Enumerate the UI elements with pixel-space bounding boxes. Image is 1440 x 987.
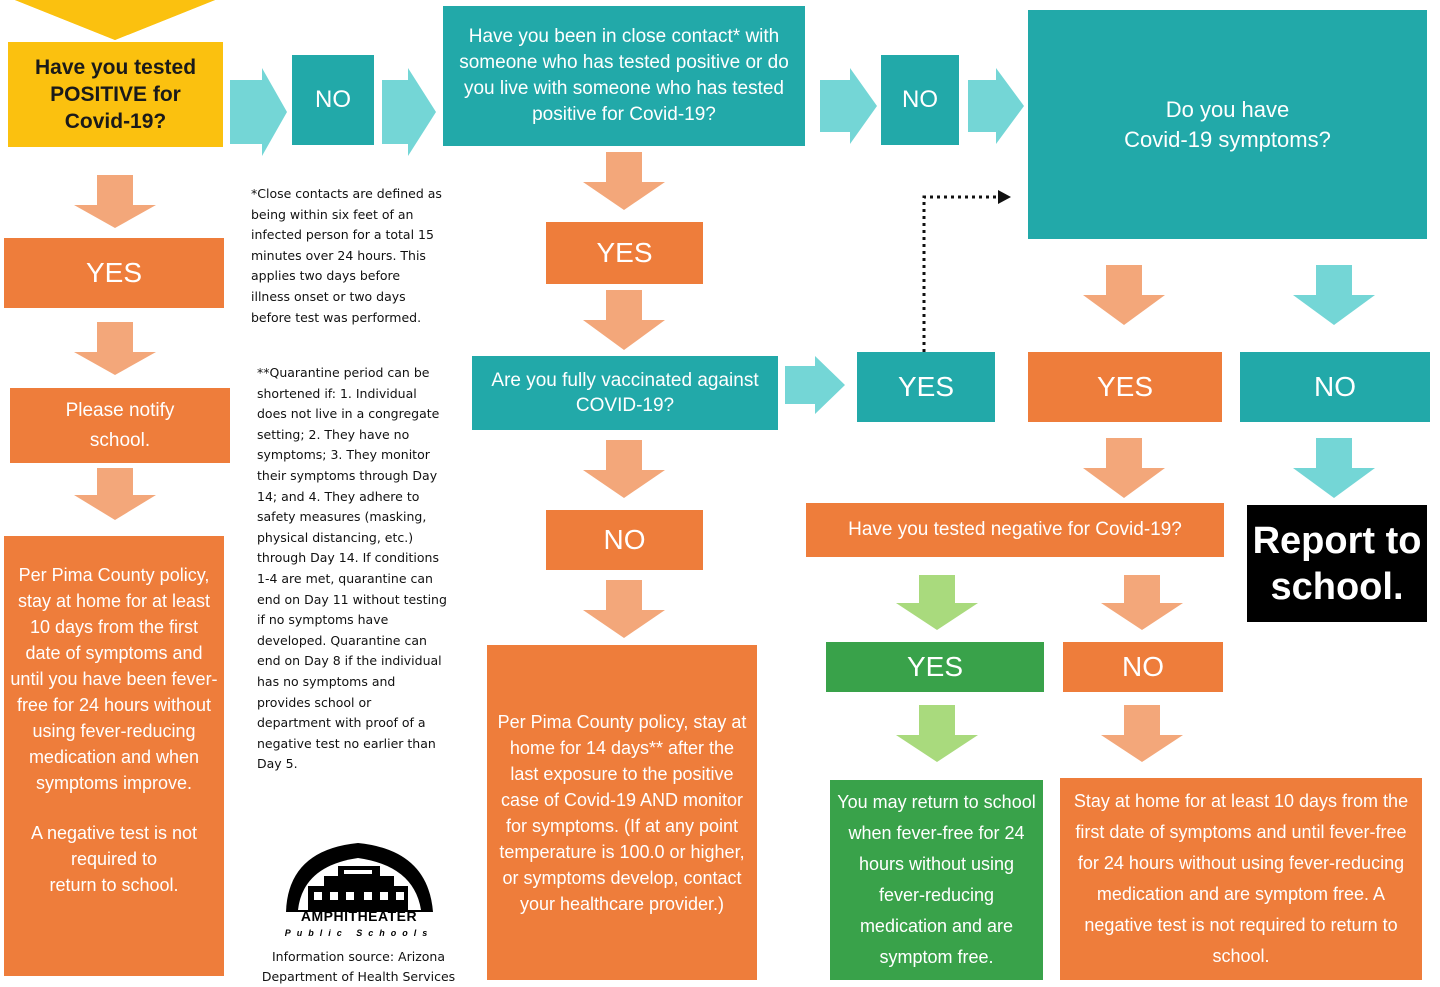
notify-school-box: Please notify school. [10,388,230,463]
tested-positive-question: Have you tested POSITIVE for Covid-19? [8,42,223,147]
no-tested-positive-box: NO [292,55,374,145]
down-teal-arrows [1293,265,1375,498]
entry-arrow [15,0,215,40]
may-return-box: You may return to school when fever-free… [830,780,1043,980]
yes-negative-box: YES [826,642,1044,692]
logo-subtitle: Public Schools [284,928,434,938]
quarantine-note: **Quarantine period can be shortened if:… [257,365,447,772]
yes-contact-box: YES [546,222,703,284]
report-to-school-box: Report to school. [1247,505,1427,622]
down-green-arrows [896,575,978,762]
pima-policy-14-box: Per Pima County policy, stay at home for… [487,645,757,980]
yes-symptoms-box: YES [1028,352,1222,422]
amphitheater-logo-icon [286,843,433,912]
stay-home-10-box: Stay at home for at least 10 days from t… [1060,778,1422,980]
close-contact-question: Have you been in close contact* with som… [443,6,805,146]
horizontal-teal-arrows [230,68,1024,414]
no-close-contact-box: NO [881,55,959,145]
logo-name: AMPHITHEATER [300,908,418,924]
amphitheater-logo: AMPHITHEATER Public Schools [278,840,440,945]
no-negative-box: NO [1063,642,1223,692]
yes-vaccinated-box: YES [857,352,995,422]
yes-positive-box: YES [4,238,224,308]
close-contacts-note: *Close contacts are defined as being wit… [251,186,442,325]
vaccinated-question: Are you fully vaccinated against COVID-1… [472,356,778,430]
symptoms-question: Do you have Covid-19 symptoms? [1028,10,1427,239]
pima-policy-10-box: Per Pima County policy, stay at home for… [4,536,224,976]
tested-negative-question: Have you tested negative for Covid-19? [806,503,1224,557]
no-vaccinated-box: NO [546,510,703,570]
dotted-connector [922,190,1011,352]
down-orange-arrows [74,152,1183,762]
source-credit: Information source: Arizona Department o… [261,949,456,984]
no-symptoms-box: NO [1240,352,1430,422]
